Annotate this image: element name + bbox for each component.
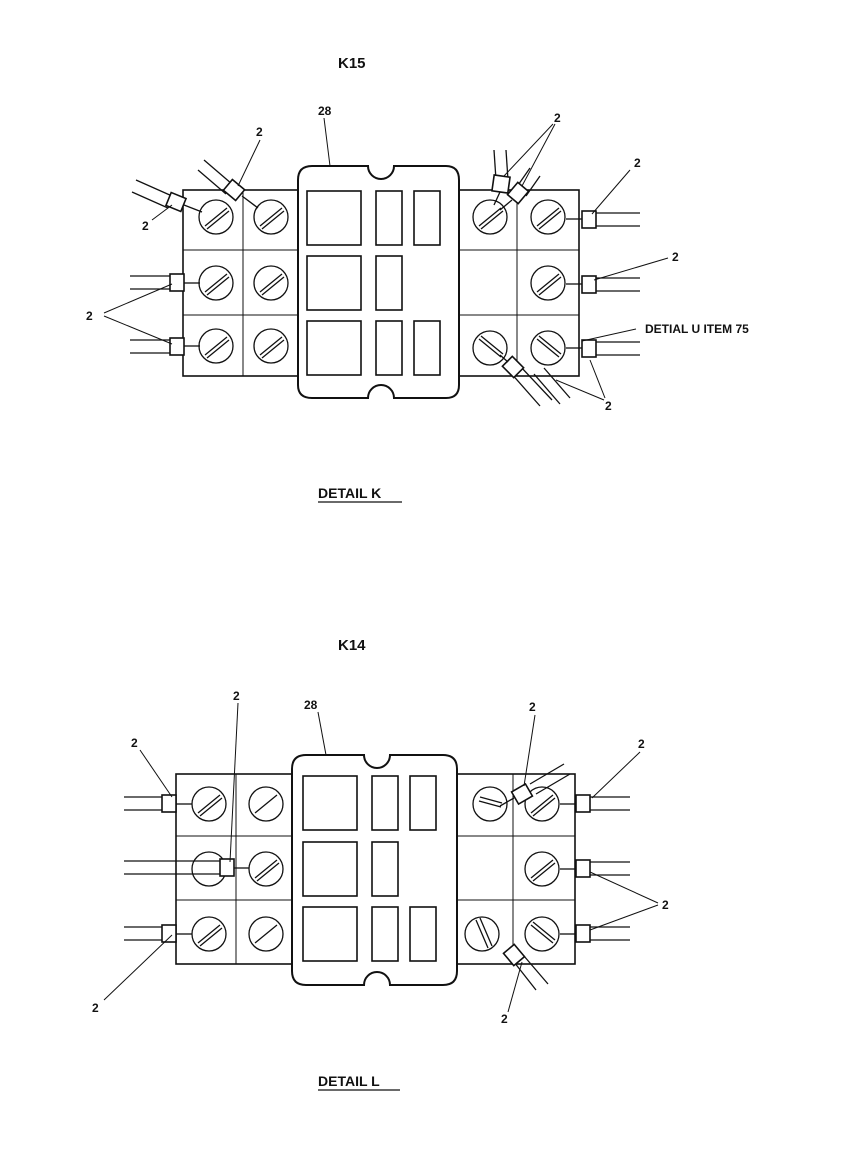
callout-2: 2 xyxy=(92,1001,99,1015)
wire-icon xyxy=(130,337,200,356)
callout-2: 2 xyxy=(86,309,93,323)
callout-2: 2 xyxy=(638,737,645,751)
wire-icon xyxy=(502,943,549,991)
wire-icon xyxy=(566,275,640,294)
k15-right-terminal-block xyxy=(458,189,580,377)
k15-leader-lines xyxy=(103,117,669,401)
wire-icon xyxy=(499,167,541,211)
wire-icon xyxy=(560,859,630,878)
callout-28: 28 xyxy=(304,698,318,712)
screw-icon xyxy=(464,916,500,952)
screw-icon xyxy=(472,199,508,235)
wire-icon xyxy=(197,159,259,209)
callout-2: 2 xyxy=(554,111,561,125)
k15-wires xyxy=(130,149,640,407)
k14-leader-lines xyxy=(103,702,659,1013)
screw-icon xyxy=(524,786,560,822)
screw-icon xyxy=(530,330,566,366)
detail-l-caption: DETAIL L xyxy=(318,1073,380,1089)
wire-icon xyxy=(533,367,571,405)
callout-2: 2 xyxy=(501,1012,508,1026)
screw-icon xyxy=(248,851,284,887)
callout-2: 2 xyxy=(131,736,138,750)
k15-left-terminal-block xyxy=(182,189,300,377)
screw-icon xyxy=(248,786,284,822)
detail-k: K15 xyxy=(86,55,749,503)
screw-icon xyxy=(253,199,289,235)
wire-icon xyxy=(566,210,640,229)
k15-relay-body xyxy=(297,165,460,399)
screw-icon xyxy=(198,199,234,235)
k14-title: K14 xyxy=(338,637,366,654)
callout-2: 2 xyxy=(256,125,263,139)
screw-icon xyxy=(530,199,566,235)
callout-2: 2 xyxy=(634,156,641,170)
screw-icon xyxy=(524,851,560,887)
k14-left-terminal-block xyxy=(175,773,295,965)
screw-icon xyxy=(253,328,289,364)
wire-icon xyxy=(130,273,200,292)
callout-28: 28 xyxy=(318,104,332,118)
k15-title: K15 xyxy=(338,55,366,72)
k14-relay-body xyxy=(291,754,458,986)
wire-icon xyxy=(499,354,553,407)
detail-k-caption: DETAIL K xyxy=(318,485,381,501)
callout-2: 2 xyxy=(529,700,536,714)
wire-icon xyxy=(124,924,192,943)
k15-callouts: 28 2 2 2 2 2 2 DETIAL U ITEM 75 2 xyxy=(86,104,749,413)
k14-callouts: 28 2 2 2 2 2 2 2 xyxy=(92,689,669,1026)
screw-icon xyxy=(248,916,284,952)
screw-icon xyxy=(524,916,560,952)
wire-icon xyxy=(131,179,203,213)
wire-icon xyxy=(124,858,249,877)
wire-icon xyxy=(566,339,640,358)
k14-right-terminal-block xyxy=(456,773,576,965)
wire-icon xyxy=(124,794,192,813)
screw-icon xyxy=(472,786,508,822)
wire-icon xyxy=(560,924,630,943)
callout-2: 2 xyxy=(662,898,669,912)
screw-icon xyxy=(472,330,508,366)
callout-2: 2 xyxy=(233,689,240,703)
callout-2: 2 xyxy=(142,219,149,233)
k14-wires xyxy=(124,763,630,991)
detail-l: K14 xyxy=(92,637,669,1091)
screw-icon xyxy=(530,265,566,301)
k15-terminal-screws xyxy=(198,199,566,366)
screw-icon xyxy=(253,265,289,301)
detail-u-item-75-note: DETIAL U ITEM 75 xyxy=(645,322,749,336)
wire-icon xyxy=(499,763,571,807)
callout-2: 2 xyxy=(605,399,612,413)
callout-2: 2 xyxy=(672,250,679,264)
wire-icon xyxy=(491,149,511,206)
wire-icon xyxy=(560,794,630,813)
